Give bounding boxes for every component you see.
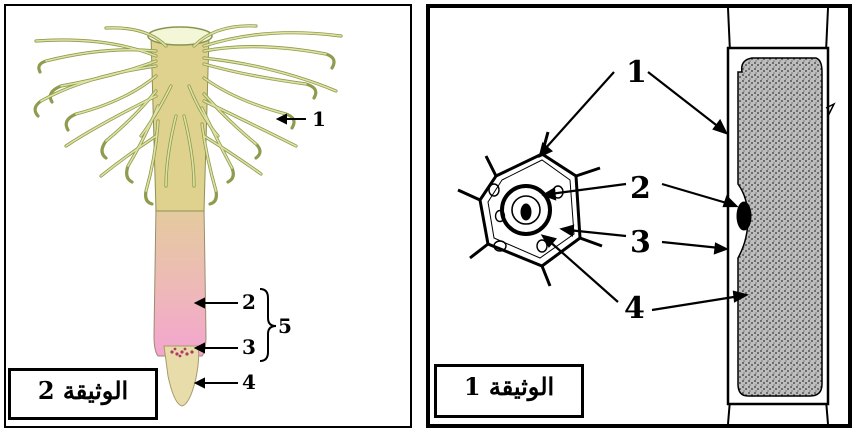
young-cell bbox=[458, 132, 602, 286]
document-1-title: الوثيقة 1 bbox=[434, 364, 584, 418]
label-1: 1 bbox=[312, 107, 326, 131]
label-5: 5 bbox=[278, 314, 292, 338]
document-2-panel: 1 2 3 4 5 الوثيقة 2 bbox=[4, 4, 412, 428]
document-1-panel: 1 2 3 4 الوثيقة 1 bbox=[426, 4, 852, 428]
cell-label-3: 3 bbox=[630, 225, 651, 260]
root-cap bbox=[164, 346, 199, 406]
label-3: 3 bbox=[242, 335, 256, 359]
root-diagram: 1 2 3 4 5 bbox=[6, 6, 410, 426]
cell-label-1: 1 bbox=[626, 55, 647, 90]
cell-label-4: 4 bbox=[624, 291, 645, 326]
label-2: 2 bbox=[242, 290, 256, 314]
brace-5 bbox=[260, 289, 276, 361]
document-2-title: الوثيقة 2 bbox=[8, 368, 158, 420]
label-4: 4 bbox=[242, 370, 256, 394]
root-body bbox=[154, 206, 206, 356]
cells-diagram: 1 2 3 4 bbox=[430, 8, 848, 424]
mature-cell bbox=[728, 8, 834, 424]
cell-label-2: 2 bbox=[630, 171, 651, 206]
root-cut-top bbox=[148, 27, 212, 45]
